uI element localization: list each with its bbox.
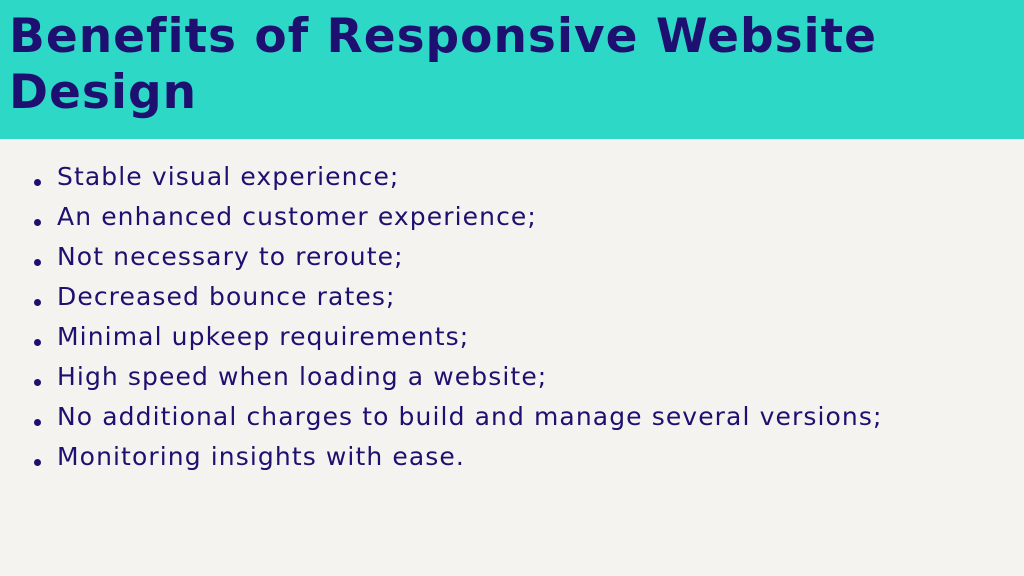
bullet-icon <box>34 178 41 186</box>
list-item: Decreased bounce rates; <box>34 276 882 316</box>
bullet-icon <box>34 378 41 386</box>
list-item: Stable visual experience; <box>34 156 882 196</box>
bullet-text: Stable visual experience; <box>57 161 400 191</box>
bullet-text: High speed when loading a website; <box>57 361 548 391</box>
list-item: Minimal upkeep requirements; <box>34 316 882 356</box>
list-item: Not necessary to reroute; <box>34 236 882 276</box>
bullet-icon <box>34 418 41 426</box>
title-band: Benefits of Responsive Website Design <box>0 0 1024 139</box>
bullet-icon <box>34 458 41 466</box>
bullet-text: Not necessary to reroute; <box>57 241 404 271</box>
bullet-text: Decreased bounce rates; <box>57 281 396 311</box>
list-item: No additional charges to build and manag… <box>34 396 882 436</box>
bullet-icon <box>34 258 41 266</box>
bullet-icon <box>34 338 41 346</box>
list-item: High speed when loading a website; <box>34 356 882 396</box>
bullet-text: Minimal upkeep requirements; <box>57 321 470 351</box>
list-item: Monitoring insights with ease. <box>34 436 882 476</box>
bullet-icon <box>34 298 41 306</box>
bullet-text: No additional charges to build and manag… <box>57 401 883 431</box>
bullet-list: Stable visual experience; An enhanced cu… <box>34 156 882 476</box>
slide-title: Benefits of Responsive Website Design <box>9 9 878 120</box>
bullet-icon <box>34 218 41 226</box>
bullet-text: An enhanced customer experience; <box>57 201 537 231</box>
bullet-text: Monitoring insights with ease. <box>57 441 465 471</box>
list-item: An enhanced customer experience; <box>34 196 882 236</box>
